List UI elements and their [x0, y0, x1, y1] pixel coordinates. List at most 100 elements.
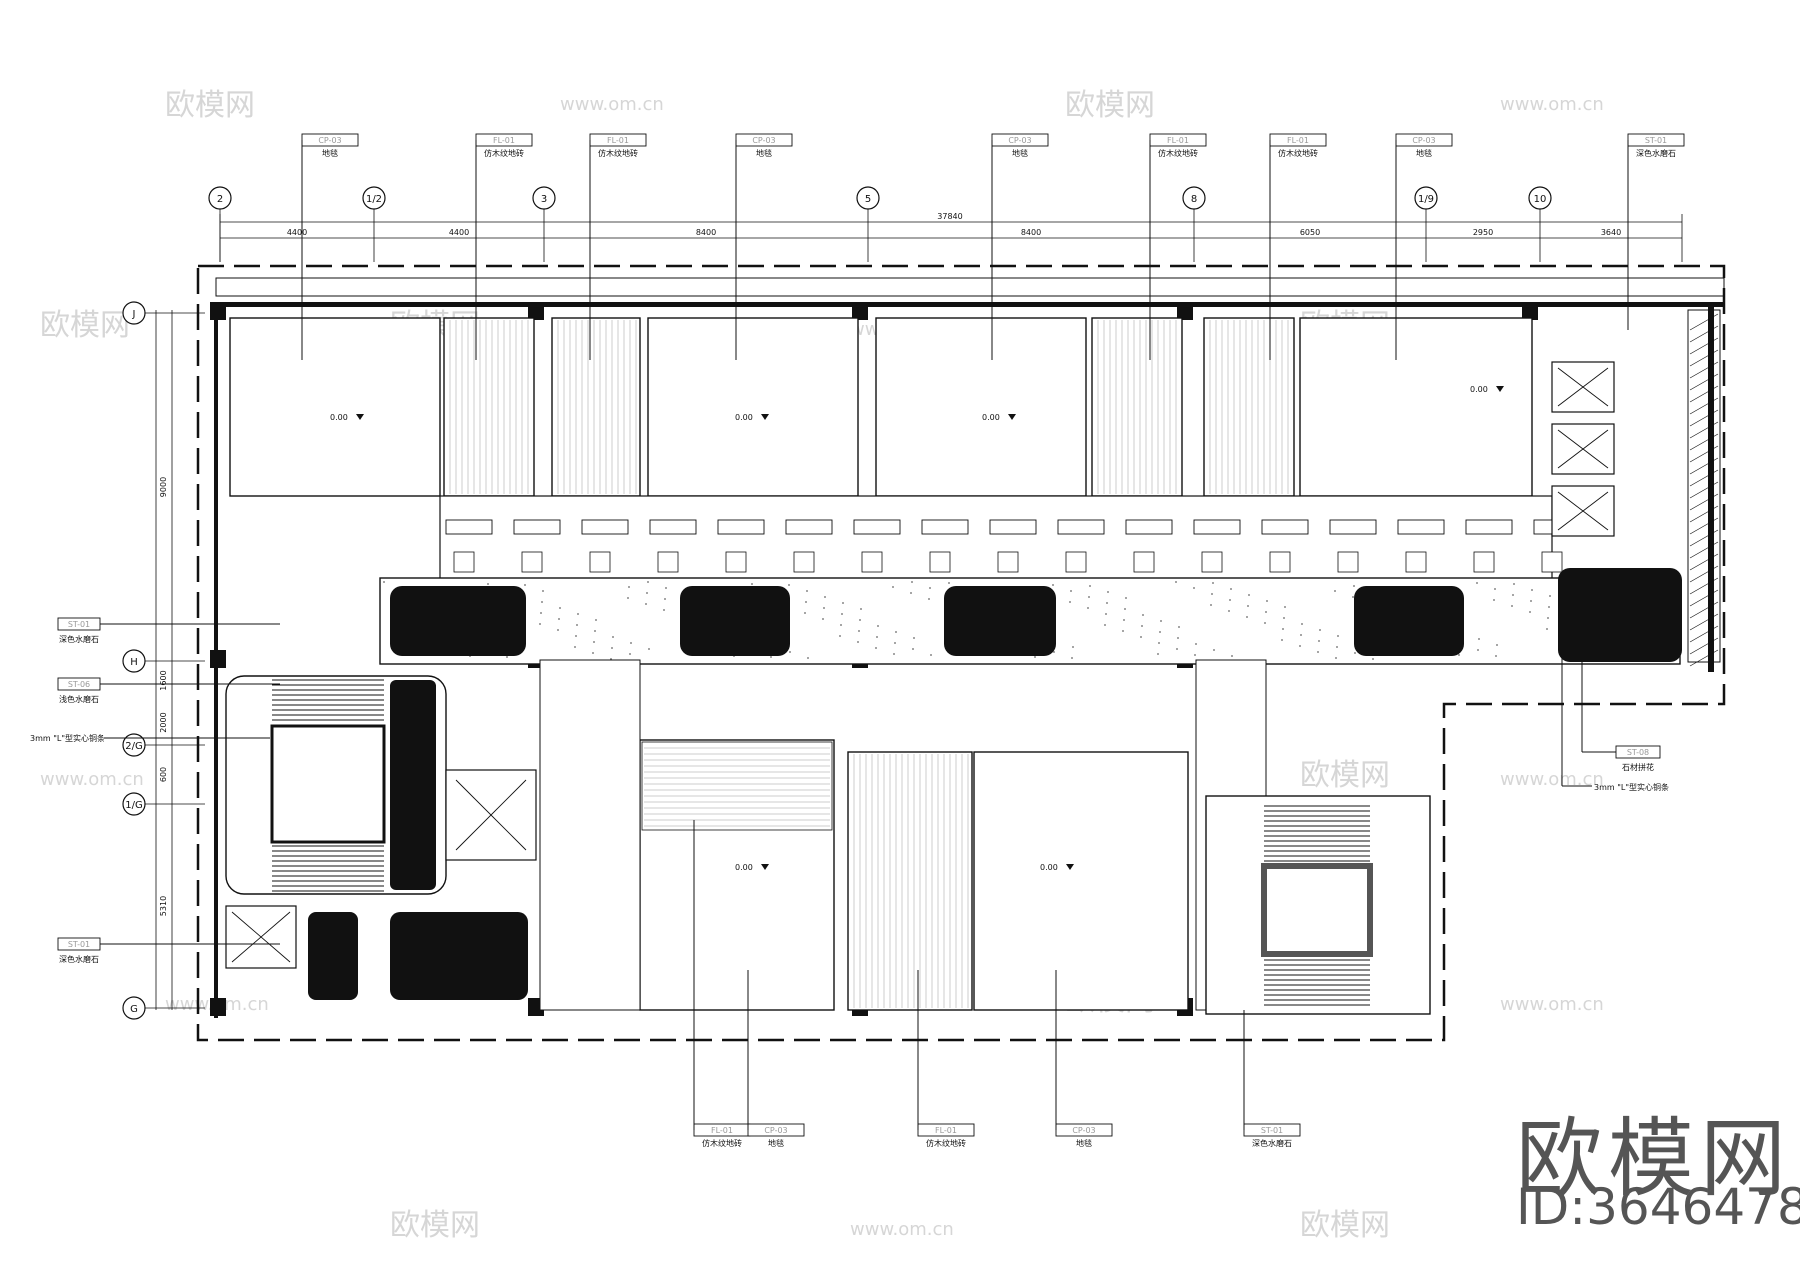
tag-code: FL-01 [607, 136, 629, 145]
structural-column [210, 302, 226, 320]
terrazzo-speck [1107, 591, 1109, 593]
grid-label: 10 [1534, 194, 1547, 205]
terrazzo-speck [751, 583, 753, 585]
terrazzo-speck [1354, 652, 1356, 654]
terrazzo-speck [1548, 606, 1550, 608]
bay-dim-text: 2950 [1473, 228, 1493, 237]
wood-floor-zone [641, 741, 833, 831]
watermark-text: 欧模网 [390, 1208, 480, 1243]
terrazzo-speck [1123, 619, 1125, 621]
grid-label: 1/2 [366, 194, 382, 205]
terrazzo-speck [1372, 658, 1374, 660]
terrazzo-speck [1352, 596, 1354, 598]
terrazzo-speck [770, 656, 772, 658]
stone-mosaic-panel [1354, 586, 1464, 656]
terrazzo-speck [1317, 651, 1319, 653]
terrazzo-speck [574, 646, 576, 648]
tag-code: CP-03 [1412, 136, 1435, 145]
facade-hatch-line [1689, 433, 1719, 451]
stone-mosaic-panel [390, 912, 528, 1000]
floor-drain [1405, 551, 1427, 573]
terrazzo-speck [1547, 617, 1549, 619]
floor-level-marker [1008, 414, 1016, 420]
terrazzo-speck [1284, 606, 1286, 608]
bay-dim-text: 3640 [1601, 228, 1621, 237]
vanity-fixture [717, 519, 765, 535]
tag-desc: 3mm "L"型实心铜条 [30, 733, 105, 743]
terrazzo-speck [858, 630, 860, 632]
terrazzo-speck [1458, 654, 1460, 656]
terrazzo-speck [663, 609, 665, 611]
vanity-fixture [445, 519, 493, 535]
lift-cross [455, 779, 527, 851]
terrazzo-speck [1494, 588, 1496, 590]
terrazzo-speck [1476, 582, 1478, 584]
floor-drain [657, 551, 679, 573]
terrazzo-speck [558, 618, 560, 620]
floor-drain [1133, 551, 1155, 573]
row-dim-text: 600 [159, 767, 168, 782]
grid-label: H [130, 657, 138, 668]
terrazzo-speck [1210, 604, 1212, 606]
terrazzo-speck [1477, 649, 1479, 651]
terrazzo-speck [1496, 644, 1498, 646]
tag-desc: 深色水磨石 [1636, 148, 1676, 158]
facade-hatch-line [1689, 349, 1719, 367]
terrazzo-speck [628, 586, 630, 588]
terrazzo-speck [1282, 628, 1284, 630]
terrazzo-speck [627, 597, 629, 599]
tag-code: ST-01 [1645, 136, 1667, 145]
floor-drain [1269, 551, 1291, 573]
terrazzo-speck [911, 581, 913, 583]
terrazzo-speck [859, 619, 861, 621]
shaft-cross [1557, 367, 1609, 407]
watermark-text: www.om.cn [850, 1219, 954, 1240]
terrazzo-speck [1034, 656, 1036, 658]
tag-desc: 深色水磨石 [59, 954, 99, 964]
bay-dim-text: 4400 [449, 228, 469, 237]
row-dim-text: 9000 [159, 477, 168, 497]
facade-hatch-line [1689, 589, 1719, 607]
watermark-text: 欧模网 [165, 88, 255, 123]
vanity-fixture [1329, 519, 1377, 535]
terrazzo-speck [822, 618, 824, 620]
terrazzo-speck [876, 636, 878, 638]
stair-void [270, 724, 386, 844]
terrazzo-speck [1283, 617, 1285, 619]
tag-desc: 3mm "L"型实心铜条 [1594, 782, 1669, 792]
terrazzo-speck [630, 642, 632, 644]
terrazzo-speck [1106, 602, 1108, 604]
grid-label: G [130, 1004, 138, 1015]
top-room [647, 317, 859, 497]
terrazzo-speck [1213, 649, 1215, 651]
lower-room [973, 751, 1189, 1011]
floor-drain [1473, 551, 1495, 573]
tag-desc: 地毯 [756, 148, 772, 158]
terrazzo-speck [877, 625, 879, 627]
exterior-wall-top [214, 302, 1724, 307]
terrazzo-speck [807, 657, 809, 659]
floor-level-text: 0.00 [1040, 863, 1058, 872]
floor-drain [1201, 551, 1223, 573]
terrazzo-speck [1212, 582, 1214, 584]
terrazzo-speck [648, 648, 650, 650]
facade-hatch-line [1689, 625, 1719, 643]
terrazzo-speck [875, 647, 877, 649]
facade-hatch-line [1689, 565, 1719, 583]
bay-dim-text: 6050 [1300, 228, 1320, 237]
terrazzo-speck [840, 624, 842, 626]
brand-logo-text: 欧模网 [1516, 1109, 1792, 1209]
vanity-fixture [1193, 519, 1241, 535]
terrazzo-speck [665, 587, 667, 589]
top-room [229, 317, 441, 497]
facade-hatch-line [1689, 505, 1719, 523]
facade-hatch-line [1689, 601, 1719, 619]
floor-drain [793, 551, 815, 573]
terrazzo-speck [930, 654, 932, 656]
terrazzo-speck [1336, 646, 1338, 648]
terrazzo-speck [1511, 605, 1513, 607]
facade-hatch-line [1689, 553, 1719, 571]
terrazzo-speck [1104, 624, 1106, 626]
